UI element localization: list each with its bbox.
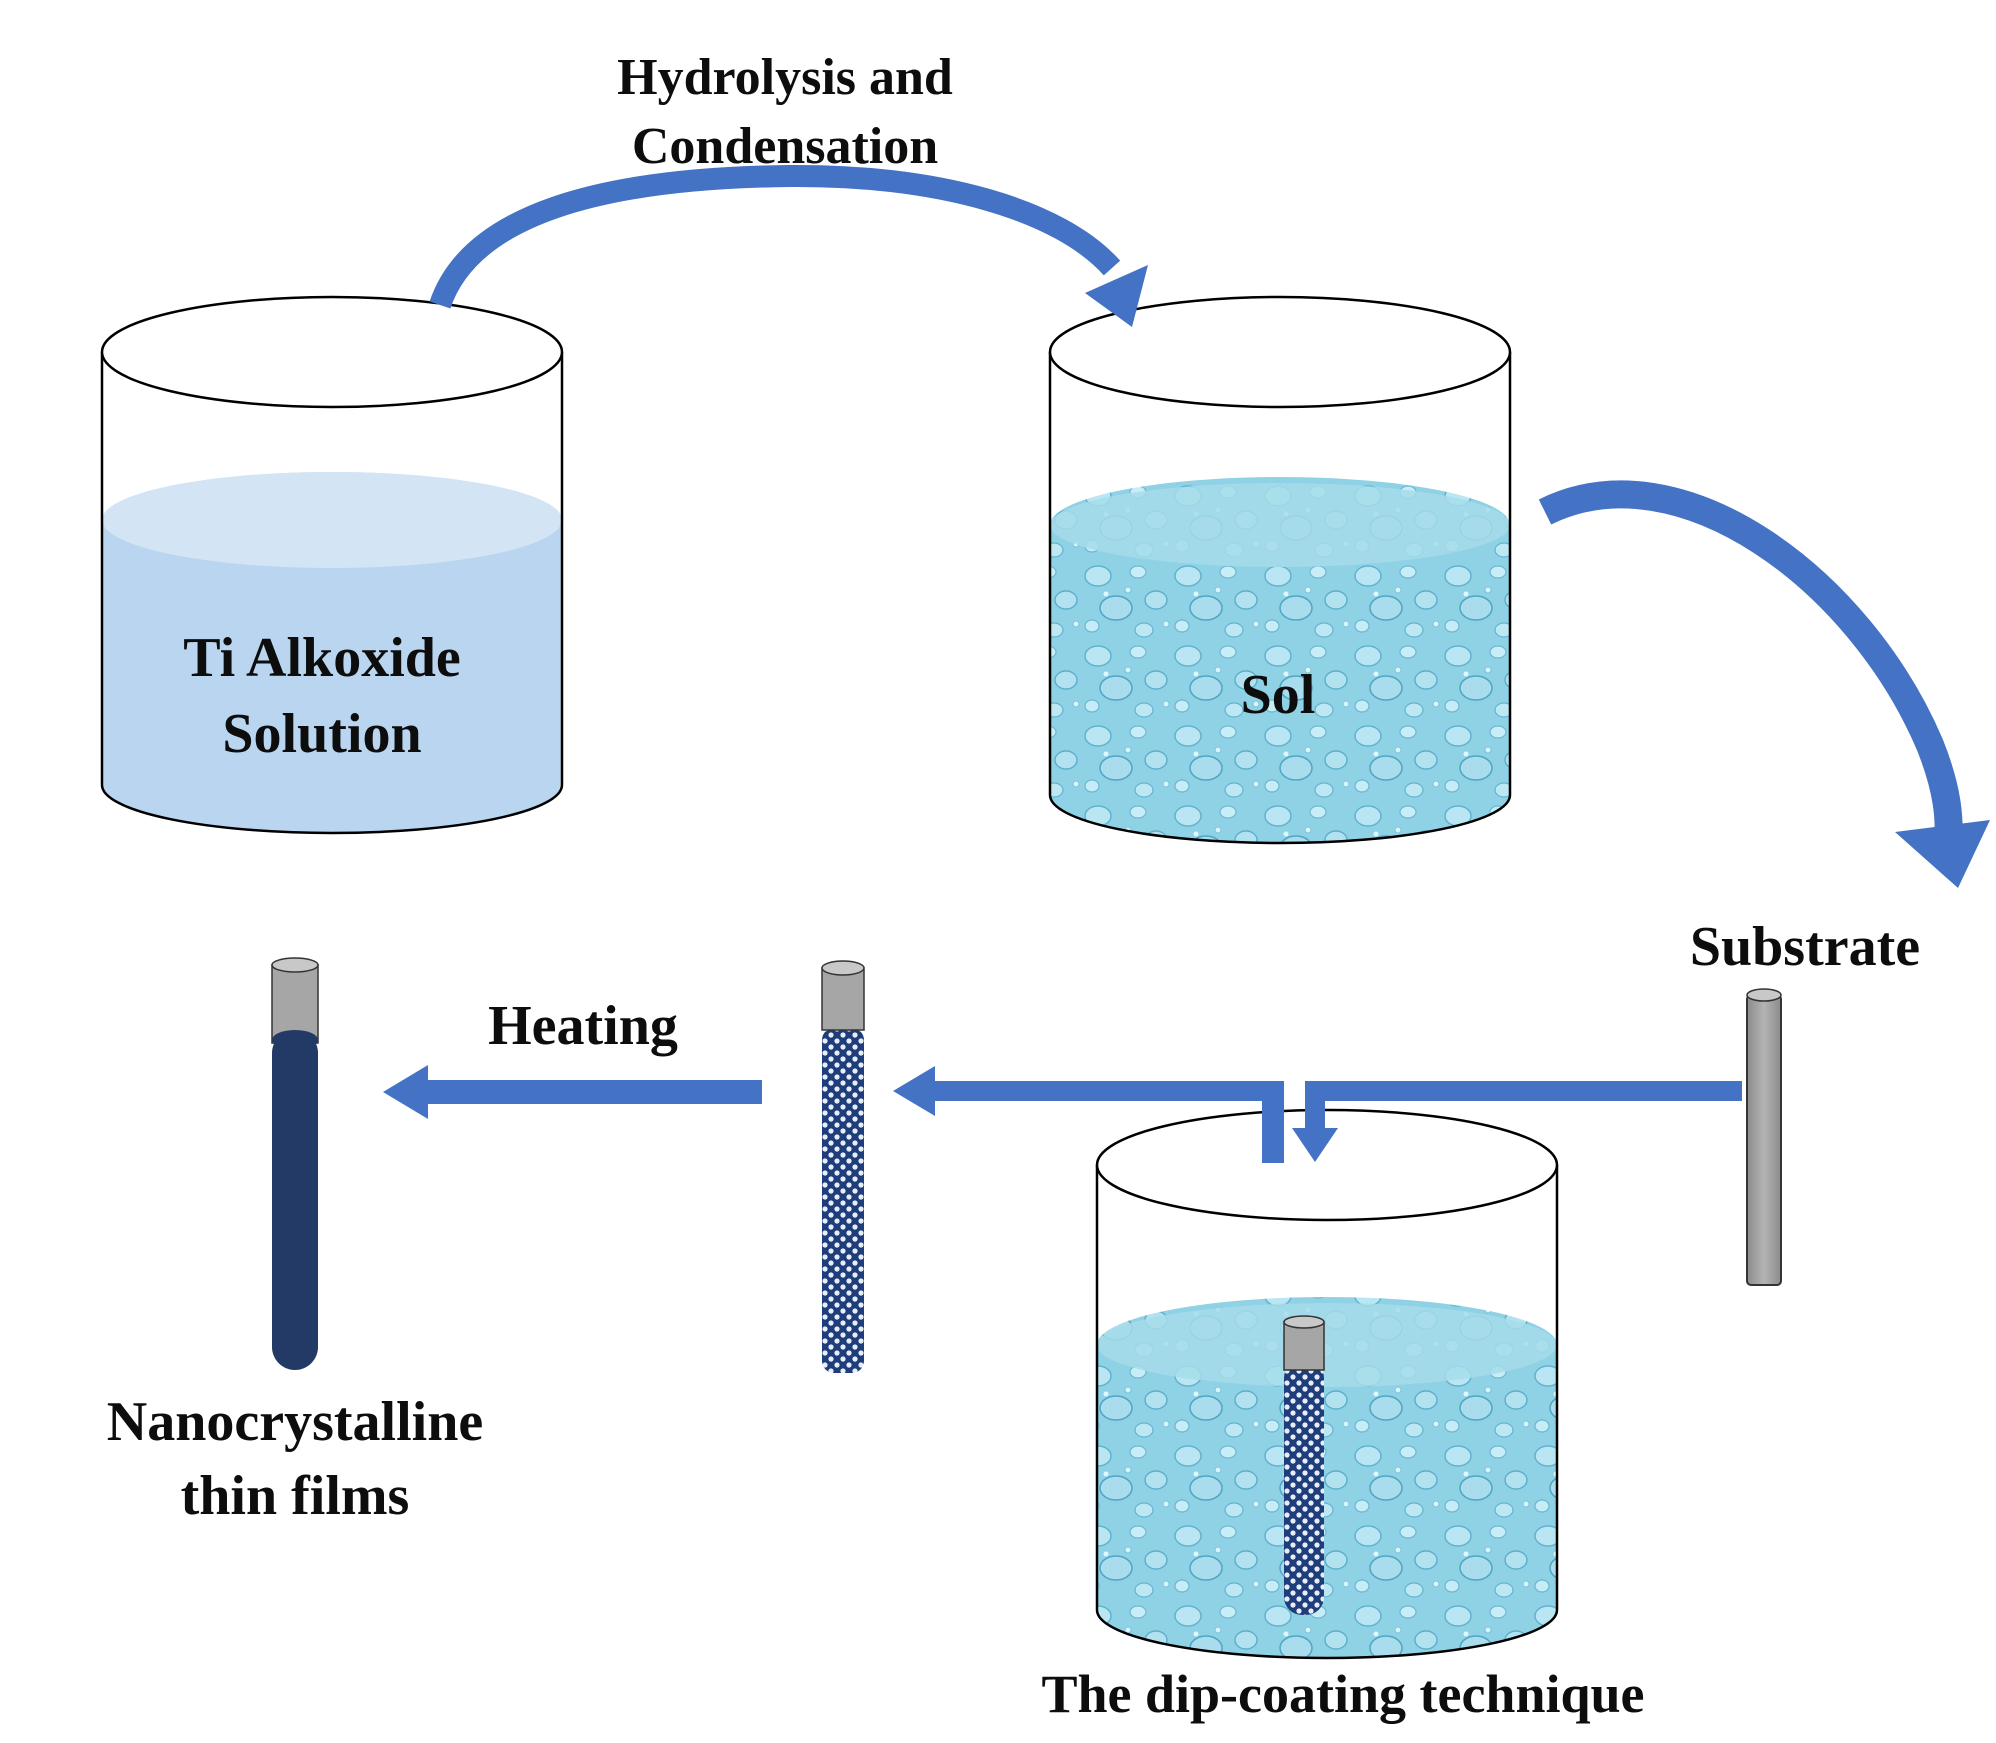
solution-label-line-2: Solution	[222, 703, 421, 765]
nanocrystalline-film-rod	[271, 957, 319, 1370]
sol-liquid	[1050, 477, 1510, 843]
beaker-1-rim	[100, 295, 564, 409]
dipped-substrate-coated	[1284, 1360, 1324, 1615]
solution-liquid-surface	[102, 472, 562, 568]
substrate-label: Substrate	[1690, 916, 1920, 978]
film-label-line-1: Nanocrystalline	[107, 1391, 483, 1453]
sol-to-substrate-arrow	[1538, 480, 1990, 888]
dip-sol-liquid	[1097, 1297, 1557, 1658]
beaker-3-body	[1095, 1165, 1559, 1660]
substrate-rod	[1746, 988, 1782, 1286]
sol-beaker	[1048, 295, 1512, 845]
coated-substrate	[821, 960, 865, 1373]
dipped-substrate-top	[1283, 1321, 1325, 1371]
dipped-substrate-cap	[1283, 1315, 1325, 1329]
dip-coating-beaker	[1095, 1108, 1559, 1660]
heating-label: Heating	[488, 995, 678, 1057]
heating-arrow	[383, 1065, 762, 1119]
solution-liquid	[102, 472, 562, 833]
dip-flow-arrows	[893, 1066, 1742, 1163]
film-label-line-2: thin films	[181, 1465, 410, 1527]
process-label-line-1: Hydrolysis and	[617, 49, 953, 106]
solution-label-line-1: Ti Alkoxide	[183, 627, 461, 689]
beaker-3-rim	[1095, 1108, 1559, 1222]
dip-coating-label: The dip-coating technique	[1041, 1664, 1644, 1724]
beaker-2-body	[1048, 352, 1512, 845]
ti-alkoxide-beaker	[100, 295, 564, 835]
sol-liquid-surface	[1050, 483, 1510, 567]
beaker-1-body	[100, 352, 564, 835]
process-label-line-2: Condensation	[632, 118, 938, 175]
hydrolysis-arrow	[429, 164, 1148, 327]
dip-sol-surface	[1097, 1303, 1557, 1387]
beaker-2-rim	[1048, 295, 1512, 409]
sol-label: Sol	[1241, 664, 1316, 726]
